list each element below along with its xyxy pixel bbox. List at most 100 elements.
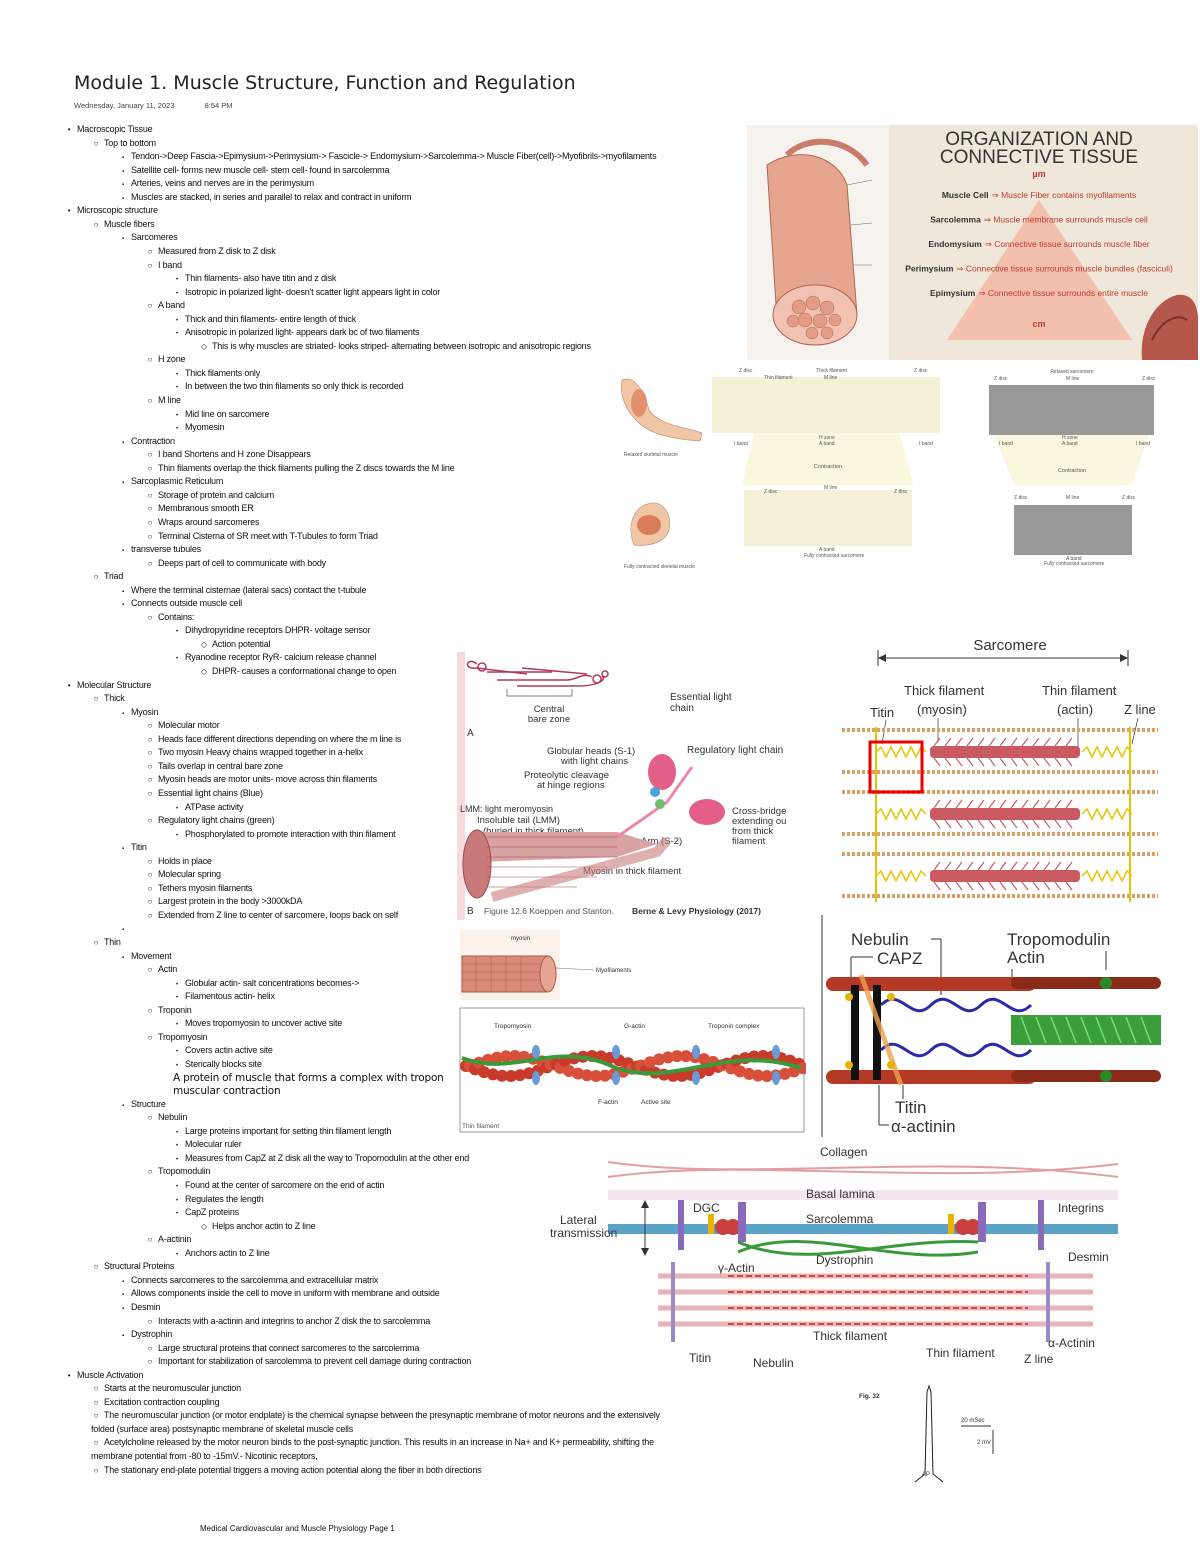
- outline-text: Connects sarcomeres to the sarcolemma an…: [131, 1274, 379, 1285]
- troponin-complex: [532, 1071, 540, 1085]
- titin-spring: [875, 745, 927, 759]
- troponin-complex: [612, 1071, 620, 1085]
- outline-item: ▪Where the terminal cisternae (lateral s…: [118, 585, 366, 598]
- outline-text: Anchors actin to Z line: [185, 1247, 270, 1258]
- bullet-icon: ▪: [122, 1102, 124, 1109]
- myosin-thick-label: Myosin in thick filament: [583, 866, 682, 877]
- outline-text: Large proteins important for setting thi…: [185, 1125, 392, 1136]
- bullet-icon: ○: [147, 870, 153, 880]
- bullet-icon: ○: [147, 396, 153, 405]
- bullet-icon: ▪: [122, 1278, 124, 1285]
- bullet-icon: ▪: [122, 480, 124, 487]
- myosin-head: [966, 799, 974, 809]
- outline-item: ○A-actinin: [145, 1234, 192, 1245]
- outline-item: • Sterically blocks site: [172, 1059, 262, 1072]
- outline-item: ▪Connects outside muscle cell: [118, 598, 242, 611]
- thin-filament-figure: myosin Myofilaments Tropomyosin G-actin …: [456, 928, 806, 1136]
- outline-text: Largest protein in the body >3000kDA: [158, 896, 303, 907]
- outline-text: Muscles are stacked, in series and paral…: [131, 191, 412, 202]
- contracted-z-disc-left: Z disc: [764, 489, 778, 495]
- nebulin-costamere-label: Nebulin: [753, 1356, 794, 1370]
- outline-item: ○M line: [145, 395, 181, 406]
- bullet-icon: •: [176, 331, 178, 338]
- outline-text: Heads face different directions dependin…: [158, 733, 402, 744]
- bullet-icon: •: [176, 371, 178, 378]
- outline-item: ○Deeps part of cell to communicate with …: [145, 558, 327, 569]
- myosin-head: [955, 881, 963, 891]
- outline-item: ○I band: [145, 260, 182, 271]
- g-actin-bead: [487, 1068, 499, 1081]
- dgc-label: DGC: [693, 1201, 720, 1215]
- actin-label: Actin: [1007, 948, 1045, 967]
- outline-item: ○Membranous smooth ER: [145, 503, 254, 514]
- outline-item: •Mid line on sarcomere: [172, 409, 269, 422]
- micro-contracted-z-left: Z disc: [1014, 495, 1028, 501]
- outline-text: Molecular Structure: [77, 679, 152, 690]
- mv-label: 2 mV: [977, 1440, 991, 1446]
- bullet-icon: ○: [93, 694, 99, 704]
- myosin-head: [933, 737, 941, 747]
- thick-filament-bar: [930, 746, 1080, 758]
- myosin-head: [1043, 819, 1051, 829]
- g-actin-bead: [572, 1067, 584, 1080]
- bullet-icon: ○: [147, 965, 153, 975]
- myosin-head: [988, 799, 996, 809]
- bullet-icon: ○: [147, 788, 153, 798]
- bullet-icon: ○: [93, 938, 99, 947]
- outline-item: •Macroscopic Tissue: [64, 124, 153, 135]
- myosin-head: [1043, 881, 1051, 891]
- bullet-icon: ○: [147, 1235, 153, 1245]
- thin-filament-svg: myosin Myofilaments Tropomyosin G-actin …: [459, 930, 806, 1133]
- bullet-icon: •: [176, 1062, 178, 1069]
- org-definition: ⇒ Muscle Fiber contains myofilaments: [992, 190, 1137, 200]
- outline-text: Anisotropic in polarized light- appears …: [185, 327, 420, 338]
- bullet-icon: •: [176, 1184, 178, 1190]
- bullet-icon: ▪: [122, 710, 124, 717]
- outline-item: ◇This is why muscles are striated- looks…: [199, 341, 591, 352]
- org-title-2: CONNECTIVE TISSUE: [940, 147, 1138, 168]
- bullet-icon: ▪: [122, 846, 124, 853]
- myosin-dimer-drawing: [466, 660, 609, 687]
- bullet-icon: ○: [147, 775, 153, 785]
- myosin-head: [988, 819, 996, 829]
- sarcomere-zline-label: Z line: [1124, 702, 1156, 717]
- outline-text: Helps anchor actin to Z line: [212, 1220, 316, 1231]
- bullet-icon: •: [176, 981, 178, 988]
- outline-item: ○Nebulin: [145, 1112, 188, 1123]
- outline-text: Sterically blocks site: [185, 1058, 262, 1069]
- outline-text: Filamentous actin- helix: [185, 991, 275, 1002]
- myosin-head: [1065, 861, 1073, 871]
- bullet-icon: ▪: [122, 548, 124, 555]
- outline-item: ○The neuromuscular junction (or motor en…: [91, 1410, 660, 1421]
- g-actin-bead: [496, 1069, 508, 1082]
- bullet-icon: ◇: [201, 1221, 207, 1231]
- myosin-head: [1032, 819, 1040, 829]
- troponin-complex: [532, 1045, 540, 1059]
- outline-text: Starts at the neuromuscular junction: [104, 1383, 241, 1394]
- bullet-icon: •: [176, 1129, 178, 1136]
- organization-svg: ORGANIZATION AND CONNECTIVE TISSUE µm Mu…: [747, 125, 1198, 360]
- org-title-1: ORGANIZATION AND: [945, 129, 1133, 150]
- outline-text: Desmin: [131, 1301, 161, 1312]
- tropomodulin-label: Tropomodulin: [1007, 930, 1110, 949]
- outline-text: Dystrophin: [131, 1329, 173, 1340]
- myosin-globular-label-1: Globular heads (S-1): [547, 746, 635, 757]
- bullet-icon: •: [67, 125, 71, 134]
- outline-text: Storage of protein and calcium: [158, 489, 275, 500]
- outline-text: Thick and thin filaments- entire length …: [185, 313, 356, 324]
- outline-text: Acetylcholine released by the motor neur…: [104, 1437, 654, 1448]
- bullet-icon: ○: [147, 517, 153, 527]
- bullet-icon: ○: [147, 558, 153, 568]
- outline-item: ○Actin: [145, 964, 178, 975]
- outline-item: • Molecular Structure: [64, 679, 152, 691]
- outline-text: Terminal Cisterna of SR meet with T-Tubu…: [158, 530, 378, 541]
- myosin-head: [1054, 757, 1062, 767]
- costamere-svg: Collagen Basal lamina DGC Integrins Sarc…: [550, 1145, 1119, 1370]
- outline-text: Dihydropyridine receptors DHPR- voltage …: [185, 625, 371, 636]
- bullet-icon: ▪: [122, 439, 124, 446]
- myosin-head: [966, 881, 974, 891]
- outline-item: ○Regulatory light chains (green): [145, 815, 275, 826]
- bullet-icon: •: [67, 680, 71, 690]
- thin-myosin-label: myosin: [511, 936, 530, 942]
- bullet-icon: ▪: [122, 602, 124, 609]
